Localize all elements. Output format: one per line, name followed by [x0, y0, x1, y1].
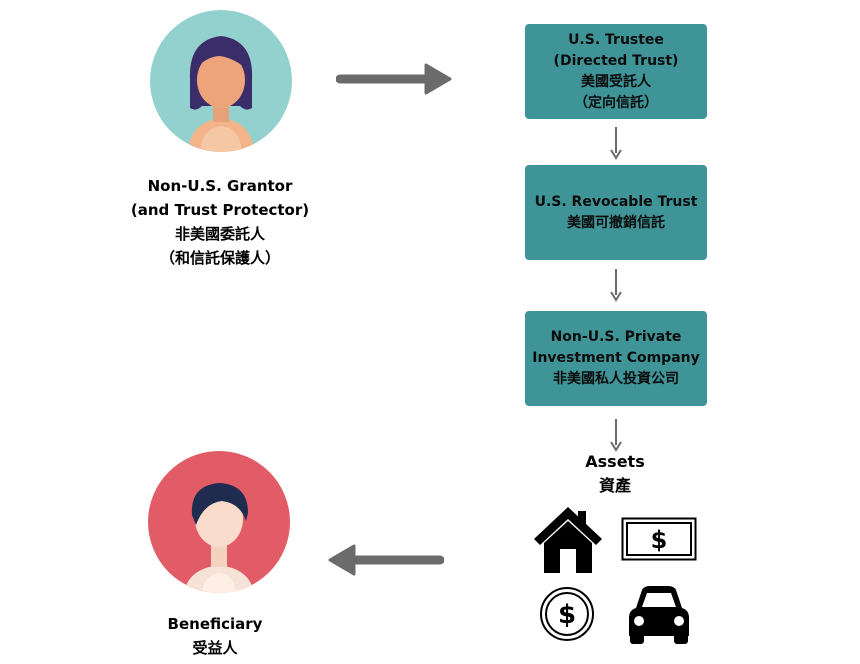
svg-text:$: $	[558, 600, 576, 630]
trustee-line4: （定向信託）	[574, 94, 658, 111]
grantor-line4: （和信託保護人）	[159, 249, 280, 267]
banknote-icon: $	[621, 517, 697, 561]
arrow-down-icon	[610, 127, 622, 160]
beneficiary-person-icon	[184, 483, 254, 593]
beneficiary-avatar	[148, 451, 290, 593]
revocable-trust-line1: U.S. Revocable Trust	[534, 193, 698, 210]
trustee-line1: U.S. Trustee	[568, 31, 664, 48]
grantor-line2: (and Trust Protector)	[130, 201, 310, 219]
grantor-line3: 非美國委託人	[174, 225, 265, 243]
trustee-line3: 美國受託人	[581, 73, 651, 90]
revocable-trust-box: U.S. Revocable Trust 美國可撤銷信託	[525, 165, 707, 260]
beneficiary-label: Beneficiary 受益人	[140, 612, 290, 660]
trustee-line2: (Directed Trust)	[553, 52, 679, 69]
arrow-down-icon	[610, 419, 622, 452]
assets-label: Assets 資產	[555, 450, 675, 498]
grantor-person-icon	[188, 36, 254, 152]
assets-line1: Assets	[585, 452, 645, 471]
arrow-left-icon	[328, 544, 444, 576]
revocable-trust-line2: 美國可撤銷信託	[567, 214, 665, 231]
trustee-box: U.S. Trustee (Directed Trust) 美國受託人 （定向信…	[525, 24, 707, 119]
company-line1: Non-U.S. Private	[550, 329, 682, 345]
arrow-right-icon	[336, 63, 452, 95]
car-icon	[629, 586, 689, 644]
svg-text:$: $	[651, 526, 668, 554]
company-line2: Investment Company	[532, 350, 700, 366]
company-line3: 非美國私人投資公司	[553, 371, 679, 387]
grantor-line1: Non-U.S. Grantor	[147, 177, 293, 195]
assets-line2: 資產	[598, 476, 631, 495]
dollar-coin-icon: $	[540, 587, 594, 641]
grantor-label: Non-U.S. Grantor (and Trust Protector) 非…	[120, 174, 320, 270]
house-icon	[534, 507, 602, 573]
grantor-avatar	[150, 10, 292, 152]
arrow-down-icon	[610, 269, 622, 302]
beneficiary-line2: 受益人	[192, 639, 238, 657]
investment-company-box: Non-U.S. Private Investment Company 非美國私…	[525, 311, 707, 406]
beneficiary-line1: Beneficiary	[167, 615, 263, 633]
